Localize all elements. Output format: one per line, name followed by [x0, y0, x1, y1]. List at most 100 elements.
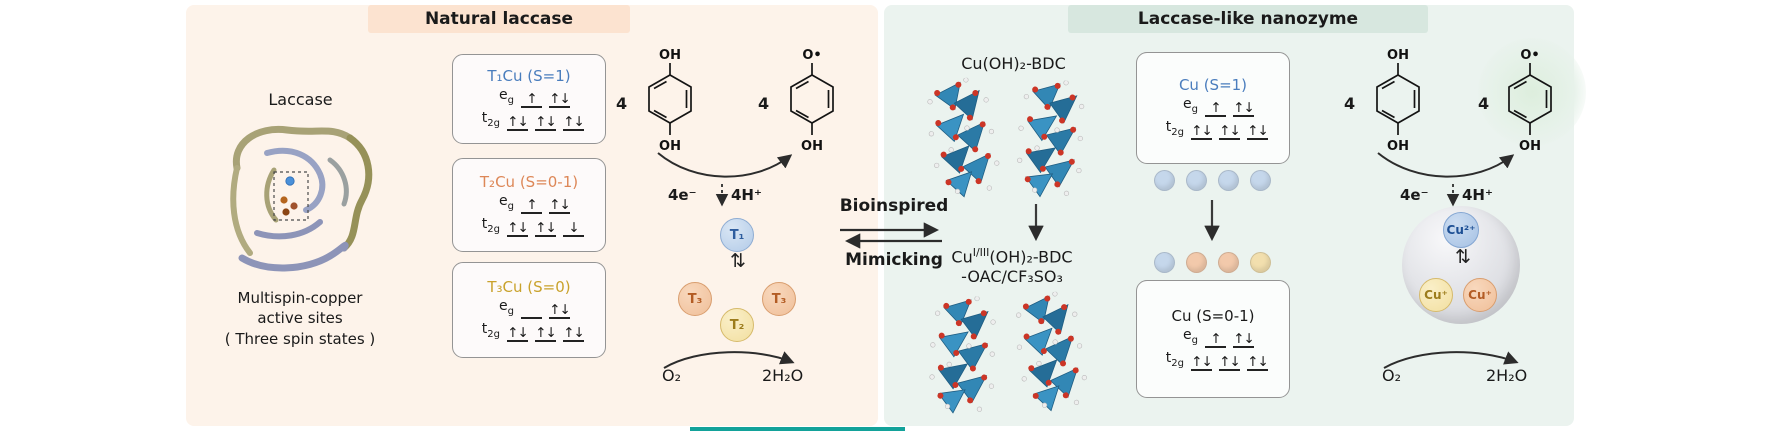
spin-box-title: Cu (S=0-1): [1171, 307, 1255, 326]
laccase-label: Laccase: [268, 90, 333, 109]
hydroquinone-structure: OH OH: [630, 48, 710, 154]
t2g-orbital-row: t2g ↑↓ ↑↓ ↓: [474, 217, 584, 237]
spin-dot: [1185, 170, 1207, 191]
oxidized-mof-prefix: Cu: [951, 247, 973, 267]
oxidized-mof-anion-line: -OAC/CF₃SO₃: [961, 267, 1063, 287]
oxidized-mof-label: CuI/III(OH)₂-BDC -OAC/CF₃SO₃: [898, 246, 1126, 287]
natural-laccase-title: Natural laccase: [368, 5, 630, 33]
mof-crystal-structure: [923, 74, 1091, 202]
orbital-slot: ↑↓: [1191, 353, 1213, 371]
spin-box-title: T₁Cu (S=1): [487, 67, 571, 86]
oxygen-reduction-arrow: [663, 351, 795, 369]
semiquinone-radical-structure: O• OH: [772, 48, 852, 154]
substituent-label: O•: [1520, 48, 1539, 63]
t2g-label: t2g: [1165, 119, 1184, 138]
t2g-orbital-row: t2g ↑↓ ↑↓ ↑↓: [474, 321, 585, 342]
semiquinone-radical-structure: O• OH: [1490, 48, 1570, 154]
ion-label: Cu⁺: [1424, 288, 1448, 302]
spin-box-title: Cu (S=1): [1178, 76, 1248, 95]
spin-dot: [1153, 170, 1175, 191]
product-coefficient: 4: [1478, 94, 1490, 113]
substituent-label: OH: [659, 139, 681, 154]
equilibrium-arrows: ⇅: [1455, 246, 1471, 268]
orbital-slot: ↑↓: [549, 91, 571, 108]
t2g-orbital-row: t2g ↑↓ ↑↓ ↑↓: [1158, 350, 1269, 371]
cuplus-ion: Cu⁺: [1463, 278, 1497, 312]
substrate-coefficient: 4: [1344, 94, 1356, 113]
orbital-slot: ↑↓: [563, 113, 585, 131]
mof-label: Cu(OH)₂-BDC: [961, 54, 1066, 73]
t2t3-copper-atom: [290, 202, 298, 210]
t2-copper-site: T₂: [720, 308, 754, 342]
spin-transition-arrow: [1204, 200, 1220, 242]
orbital-slot: ↓: [563, 220, 584, 237]
t3-copper-site: T₃: [678, 282, 712, 316]
eg-label: eg: [499, 87, 514, 106]
spin-state-box-t1cu: T₁Cu (S=1) eg ↑ ↑↓ t2g ↑↓ ↑↓ ↑↓: [452, 54, 606, 144]
water-label: 2H₂O: [1486, 366, 1528, 385]
t1-copper-site: T₁: [720, 218, 754, 252]
t2g-orbital-row: t2g ↑↓ ↑↓ ↑↓: [474, 110, 585, 131]
spin-dot: [1249, 170, 1271, 191]
orbital-slot: ↑↓: [549, 197, 571, 214]
site-label: T₃: [687, 291, 703, 307]
spin-dots-row-mixed: [1142, 252, 1282, 273]
site-label: T₂: [729, 317, 745, 333]
orbital-slot: ↑: [1205, 100, 1226, 117]
transformation-arrow: [1028, 204, 1044, 242]
electrons-label: 4e⁻: [668, 186, 697, 204]
spin-dot: [1185, 252, 1207, 273]
orbital-slot: ↑↓: [507, 113, 529, 131]
nanozyme-title: Laccase-like nanozyme: [1068, 5, 1428, 33]
t2g-label: t2g: [481, 110, 500, 129]
oxidized-mof-crystal-structure: [924, 288, 1090, 417]
laccase-protein-structure: [230, 125, 373, 272]
orbital-slot: ↑↓: [1233, 331, 1255, 348]
t2g-label: t2g: [481, 321, 500, 340]
orbital-slot: ↑↓: [507, 219, 529, 237]
orbital-slot: ↑: [521, 91, 542, 108]
water-label: 2H₂O: [762, 366, 804, 385]
substituent-label: OH: [1387, 139, 1409, 154]
eg-label: eg: [1183, 327, 1198, 346]
spin-dot: [1249, 252, 1271, 273]
substituent-label: OH: [1387, 48, 1409, 63]
spin-box-title: T₂Cu (S=0-1): [479, 173, 579, 192]
electrons-label: 4e⁻: [1400, 186, 1429, 204]
spin-box-title: T₃Cu (S=0): [487, 278, 571, 297]
t2g-orbital-row: t2g ↑↓ ↑↓ ↑↓: [1158, 119, 1269, 140]
t2g-label: t2g: [481, 216, 500, 235]
substituent-label: OH: [659, 48, 681, 63]
t2t3-copper-atom: [282, 208, 290, 216]
ion-label: Cu⁺: [1468, 288, 1492, 302]
hydroquinone-structure: OH OH: [1358, 48, 1438, 154]
spin-state-box-t2cu: T₂Cu (S=0-1) eg ↑ ↑↓ t2g ↑↓ ↑↓ ↓: [452, 158, 606, 252]
site-label: T₁: [729, 227, 745, 243]
t1-copper-atom: [285, 176, 295, 186]
product-coefficient: 4: [758, 94, 770, 113]
t3-copper-site: T₃: [762, 282, 796, 316]
orbital-slot: ↑↓: [507, 324, 529, 342]
spin-state-box-t3cu: T₃Cu (S=0) eg ↑↓ t2g ↑↓ ↑↓ ↑↓: [452, 262, 606, 358]
site-label: T₃: [771, 291, 787, 307]
orbital-slot: ↑↓: [535, 219, 557, 237]
orbital-slot: ↑↓: [535, 324, 557, 342]
spin-dot: [1217, 252, 1239, 273]
t2g-label: t2g: [1165, 350, 1184, 369]
cuplus-ion: Cu⁺: [1419, 278, 1453, 312]
orbital-slot: ↑↓: [1233, 100, 1255, 117]
spin-dot: [1217, 170, 1239, 191]
substituent-label: OH: [1519, 139, 1541, 154]
oxygen-reduction-arrow: [1383, 351, 1519, 369]
orbital-slot: ↑↓: [535, 113, 557, 131]
orbital-slot: ↑↓: [563, 324, 585, 342]
caption-line: ( Three spin states ): [224, 329, 376, 348]
t2t3-copper-atom: [280, 196, 288, 204]
oxygen-label: O₂: [1382, 366, 1402, 385]
caption-line: active sites: [257, 309, 343, 328]
ion-label: Cu²⁺: [1446, 223, 1476, 237]
spin-state-box-cu-s01: Cu (S=0-1) eg ↑ ↑↓ t2g ↑↓ ↑↓ ↑↓: [1136, 280, 1290, 398]
eg-orbital-row: eg ↑ ↑↓: [1172, 327, 1255, 348]
oxidation-arrow: [1377, 152, 1515, 178]
